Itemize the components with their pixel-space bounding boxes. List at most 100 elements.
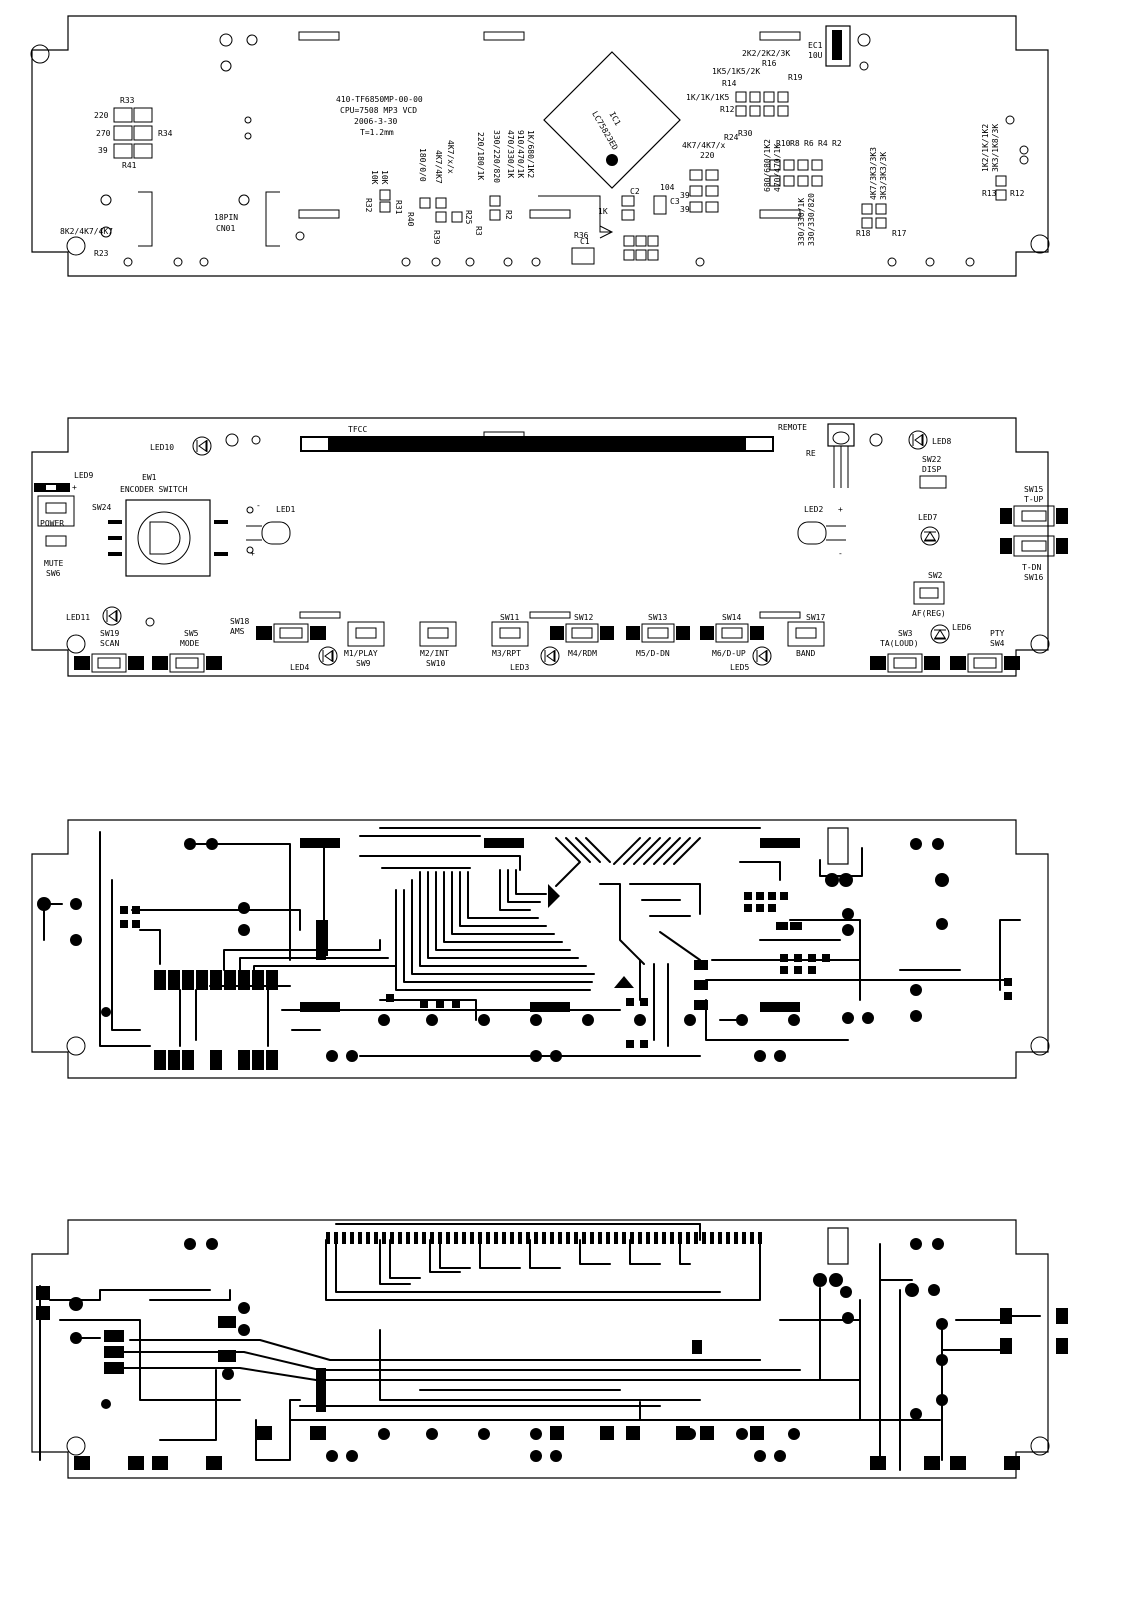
svg-text:SW5: SW5 — [184, 629, 199, 638]
slot-pad — [759, 611, 801, 619]
svg-text:SW4: SW4 — [990, 639, 1005, 648]
lcd-finger-pad — [518, 1232, 522, 1244]
ic1-lc75823ed: LC75823ED IC1 — [543, 51, 681, 189]
svg-text:R14: R14 — [722, 79, 737, 88]
lcd-finger-pad — [494, 1232, 498, 1244]
lcd-finger-pad — [678, 1232, 682, 1244]
svg-text:SW11: SW11 — [500, 613, 519, 622]
switch-t-dn[interactable]: T-DN SW16 — [1000, 535, 1068, 582]
svg-text:R23: R23 — [94, 249, 109, 258]
svg-text:AF(REG): AF(REG) — [912, 609, 946, 618]
switch-t-up[interactable]: SW15 T-UP — [1000, 485, 1068, 527]
svg-text:4K7/3K3/3K3: 4K7/3K3/3K3 — [869, 147, 878, 200]
slot-pad — [483, 31, 525, 41]
switch-m1-play[interactable]: M1/PLAY SW9 — [344, 621, 385, 668]
lcd-finger-pad — [750, 1232, 754, 1244]
svg-text:EW1: EW1 — [142, 473, 157, 482]
switch-band[interactable]: SW17 BAND — [787, 613, 825, 658]
lcd-finger-pad — [406, 1232, 410, 1244]
svg-text:LED2: LED2 — [804, 505, 823, 514]
mount-hole — [66, 634, 86, 654]
lcd-finger-pad — [710, 1232, 714, 1244]
svg-text:+: + — [250, 549, 255, 558]
switch-m3-rpt[interactable]: SW11 M3/RPT — [491, 613, 529, 658]
svg-text:4K7/x/x: 4K7/x/x — [446, 140, 455, 174]
switch-m4-rdm[interactable]: SW12 M4/RDM — [550, 613, 614, 658]
lcd-finger-pad — [686, 1232, 690, 1244]
svg-text:R2: R2 — [832, 139, 842, 148]
lcd-finger-pad — [758, 1232, 762, 1244]
svg-text:SW15: SW15 — [1024, 485, 1043, 494]
lcd-finger-pad — [342, 1232, 346, 1244]
led-led3: LED3 — [510, 646, 560, 672]
lcd-finger-pad — [422, 1232, 426, 1244]
lcd-finger-pad — [398, 1232, 402, 1244]
svg-text:R41: R41 — [122, 161, 137, 170]
svg-text:LED3: LED3 — [510, 663, 529, 672]
svg-text:R16: R16 — [762, 59, 777, 68]
copper-traces — [43, 827, 1021, 1057]
remote-sensor: REMOTE RE — [778, 423, 855, 488]
lcd-finger-pad — [726, 1232, 730, 1244]
svg-text:LED4: LED4 — [290, 663, 309, 672]
svg-text:BAND: BAND — [796, 649, 815, 658]
lcd-finger-pad — [326, 1232, 330, 1244]
svg-text:C2: C2 — [630, 187, 640, 196]
switch-mute[interactable]: MUTE SW6 — [44, 535, 67, 578]
lcd-fingers — [326, 1232, 762, 1244]
led-led6: LED6 — [930, 623, 971, 644]
svg-text:SW12: SW12 — [574, 613, 593, 622]
board-info-line: 410-TF6850MP-00-00 — [336, 95, 423, 104]
svg-text:M6/D-UP: M6/D-UP — [712, 649, 746, 658]
resistor-cluster-right: 2K2/2K2/3K 1K5/1K5/2K 1K/1K/1K5 4K7/4K7/… — [682, 49, 1025, 246]
switch-power[interactable]: POWER SW24 — [37, 495, 111, 528]
lcd-finger-pad — [590, 1232, 594, 1244]
svg-text:SW3: SW3 — [898, 629, 913, 638]
switch-mode[interactable]: SW5 MODE — [152, 629, 222, 673]
encoder-switch[interactable]: EW1 ENCODER SWITCH — [108, 473, 228, 577]
svg-text:R6: R6 — [804, 139, 814, 148]
svg-text:104: 104 — [660, 183, 675, 192]
svg-text:18PIN: 18PIN — [214, 213, 238, 222]
svg-text:R32: R32 — [364, 198, 373, 213]
lcd-finger-pad — [366, 1232, 370, 1244]
lcd-finger-pad — [606, 1232, 610, 1244]
svg-text:ENCODER SWITCH: ENCODER SWITCH — [120, 485, 188, 494]
svg-text:SW22: SW22 — [922, 455, 941, 464]
switch-m6-d-up[interactable]: SW14 M6/D-UP — [700, 613, 764, 658]
switch-pty[interactable]: PTY SW4 — [950, 629, 1020, 673]
led-led7: LED7 — [918, 513, 940, 546]
lcd-finger-pad — [542, 1232, 546, 1244]
svg-text:REMOTE: REMOTE — [778, 423, 807, 432]
switch-m2-int[interactable]: M2/INT SW10 — [419, 621, 457, 668]
svg-text:330/220/820: 330/220/820 — [492, 130, 501, 183]
slot-pad — [299, 611, 341, 619]
svg-text:220: 220 — [94, 111, 109, 120]
svg-text:2K2/2K2/3K: 2K2/2K2/3K — [742, 49, 790, 58]
lcd-finger-pad — [390, 1232, 394, 1244]
switch-scan[interactable]: SW19 SCAN — [74, 629, 144, 673]
switch-disp[interactable]: SW22 DISP — [919, 455, 947, 489]
lcd-finger-pad — [630, 1232, 634, 1244]
lcd-finger-pad — [646, 1232, 650, 1244]
svg-text:1K: 1K — [598, 207, 608, 216]
switch-ta-loud[interactable]: SW3 TA(LOUD) — [870, 629, 940, 673]
tfcc-label: TFCC — [348, 425, 367, 434]
board-outline — [31, 819, 1049, 1079]
switch-m5-d-dn[interactable]: SW13 M5/D-DN — [626, 613, 690, 658]
switch-ams[interactable]: SW18 AMS — [230, 617, 326, 643]
lcd-finger-pad — [350, 1232, 354, 1244]
svg-text:T-UP: T-UP — [1024, 495, 1043, 504]
lcd-finger-pad — [510, 1232, 514, 1244]
svg-text:LED11: LED11 — [66, 613, 90, 622]
lcd-finger-pad — [558, 1232, 562, 1244]
copper-pads — [36, 1227, 1068, 1470]
svg-text:10U: 10U — [808, 51, 823, 60]
svg-text:LED8: LED8 — [932, 437, 951, 446]
svg-text:R30: R30 — [738, 129, 753, 138]
connector-cn01: 18PIN CN01 — [138, 191, 280, 247]
svg-text:R17: R17 — [892, 229, 907, 238]
switch-af-reg[interactable]: SW2 AF(REG) — [912, 571, 946, 618]
led-led9: LED9 + — [34, 471, 93, 492]
led-led1: LED1 - + — [246, 501, 295, 558]
